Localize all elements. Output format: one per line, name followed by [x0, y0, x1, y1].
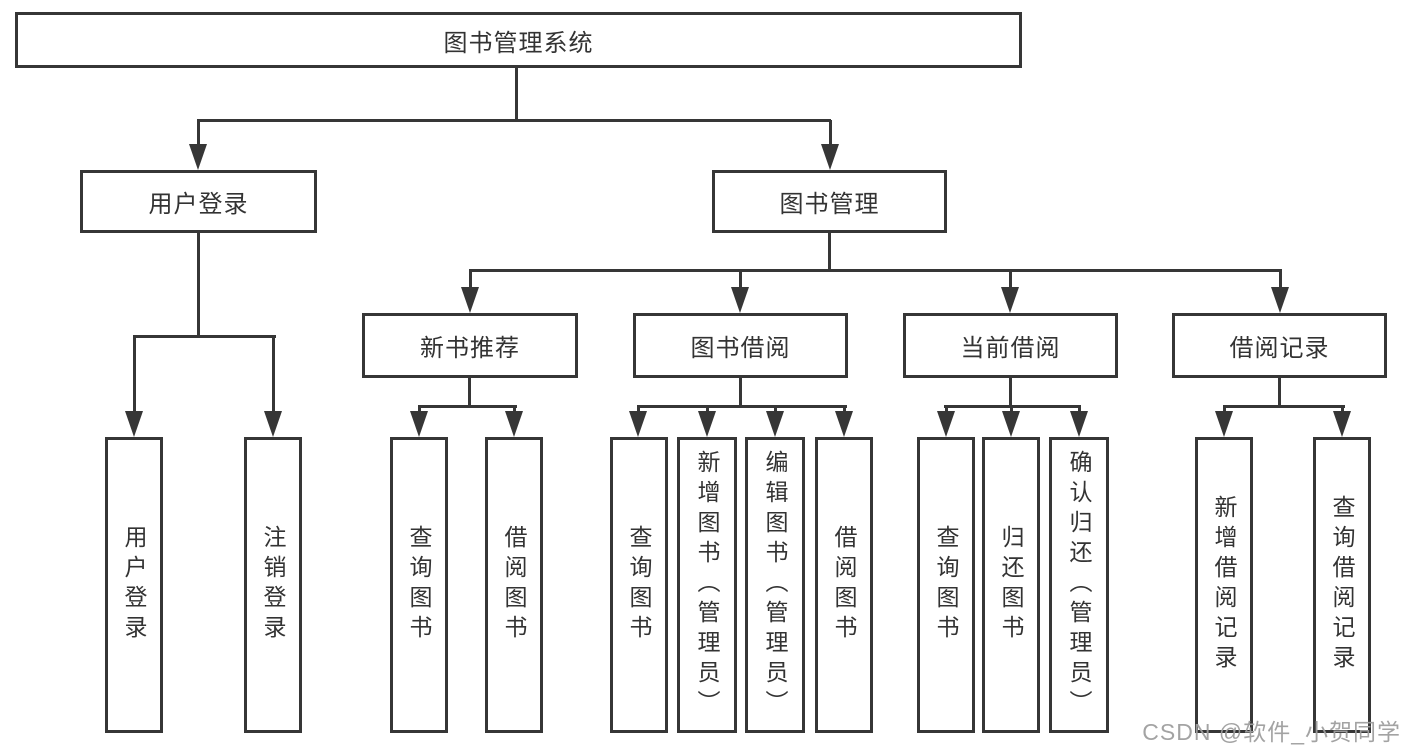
arrowhead-to-edit-book — [765, 406, 785, 437]
connector-new-book-trunk — [468, 377, 471, 407]
connector-root-trunk — [515, 67, 518, 121]
leaf-user-login-label: 用户登录 — [121, 525, 147, 645]
leaf-add-borrow-record-label: 新增借阅记录 — [1211, 495, 1237, 675]
rail-borrow-records — [1223, 405, 1345, 408]
arrowhead-to-query-borrow-record — [1332, 406, 1352, 437]
connector-book-mgmt-trunk — [828, 232, 831, 271]
leaf-borrow-books-1: 借阅图书 — [485, 437, 543, 733]
leaf-confirm-return-admin-label: 确认归还（管理员） — [1066, 450, 1092, 720]
arrowhead-to-confirm-return — [1069, 406, 1089, 437]
rail-book-borrow — [637, 405, 847, 408]
leaf-add-book-admin-label: 新增图书（管理员） — [694, 450, 720, 720]
leaf-query-books-1: 查询图书 — [390, 437, 448, 733]
arrowhead-to-borrow-books-1 — [504, 406, 524, 437]
arrowhead-to-book-mgmt — [820, 120, 840, 170]
leaf-add-borrow-record: 新增借阅记录 — [1195, 437, 1253, 733]
leaf-logout-label: 注销登录 — [260, 525, 286, 645]
connector-book-borrow-trunk — [739, 377, 742, 407]
leaf-return-books-label: 归还图书 — [998, 525, 1024, 645]
connector-borrow-records-trunk — [1278, 377, 1281, 407]
arrowhead-to-add-borrow-record — [1214, 406, 1234, 437]
leaf-query-borrow-record: 查询借阅记录 — [1313, 437, 1371, 733]
arrowhead-to-current-borrow — [1000, 270, 1020, 313]
node-user-login: 用户登录 — [80, 170, 317, 233]
connector-user-login-trunk — [197, 232, 200, 337]
leaf-borrow-books-2: 借阅图书 — [815, 437, 873, 733]
node-current-borrowing: 当前借阅 — [903, 313, 1118, 378]
leaf-borrow-books-1-label: 借阅图书 — [501, 525, 527, 645]
leaf-borrow-books-2-label: 借阅图书 — [831, 525, 857, 645]
leaf-query-books-3-label: 查询图书 — [933, 525, 959, 645]
node-book-management: 图书管理 — [712, 170, 947, 233]
node-borrowing-records: 借阅记录 — [1172, 313, 1387, 378]
arrowhead-to-add-book — [697, 406, 717, 437]
arrowhead-to-user-login — [188, 120, 208, 170]
leaf-query-books-3: 查询图书 — [917, 437, 975, 733]
node-root: 图书管理系统 — [15, 12, 1022, 68]
connector-current-borrow-trunk — [1009, 377, 1012, 407]
leaf-user-login: 用户登录 — [105, 437, 163, 733]
node-book-borrowing: 图书借阅 — [633, 313, 848, 378]
leaf-query-books-2: 查询图书 — [610, 437, 668, 733]
rail-user-login — [133, 335, 276, 338]
arrowhead-to-borrow-records — [1270, 270, 1290, 313]
arrowhead-to-query-books-3 — [936, 406, 956, 437]
leaf-add-book-admin: 新增图书（管理员） — [677, 437, 737, 733]
leaf-query-borrow-record-label: 查询借阅记录 — [1329, 495, 1355, 675]
leaf-confirm-return-admin: 确认归还（管理员） — [1049, 437, 1109, 733]
leaf-query-books-2-label: 查询图书 — [626, 525, 652, 645]
arrowhead-to-query-books-1 — [409, 406, 429, 437]
rail-new-book — [418, 405, 517, 408]
node-new-book-recommend: 新书推荐 — [362, 313, 578, 378]
arrowhead-to-new-book — [460, 270, 480, 313]
arrowhead-to-query-books-2 — [628, 406, 648, 437]
leaf-logout: 注销登录 — [244, 437, 302, 733]
csdn-watermark: CSDN @软件_小贺同学 — [1142, 719, 1401, 745]
arrowhead-to-borrow-books-2 — [834, 406, 854, 437]
leaf-edit-book-admin-label: 编辑图书（管理员） — [762, 450, 788, 720]
arrowhead-to-return-books — [1001, 406, 1021, 437]
arrowhead-to-leaf-user-login — [124, 336, 144, 437]
rail-root — [197, 119, 831, 122]
arrowhead-to-leaf-logout — [263, 336, 283, 437]
rail-book-mgmt — [469, 269, 1282, 272]
leaf-edit-book-admin: 编辑图书（管理员） — [745, 437, 805, 733]
arrowhead-to-book-borrow — [730, 270, 750, 313]
leaf-return-books: 归还图书 — [982, 437, 1040, 733]
leaf-query-books-1-label: 查询图书 — [406, 525, 432, 645]
rail-current-borrow — [944, 405, 1081, 408]
